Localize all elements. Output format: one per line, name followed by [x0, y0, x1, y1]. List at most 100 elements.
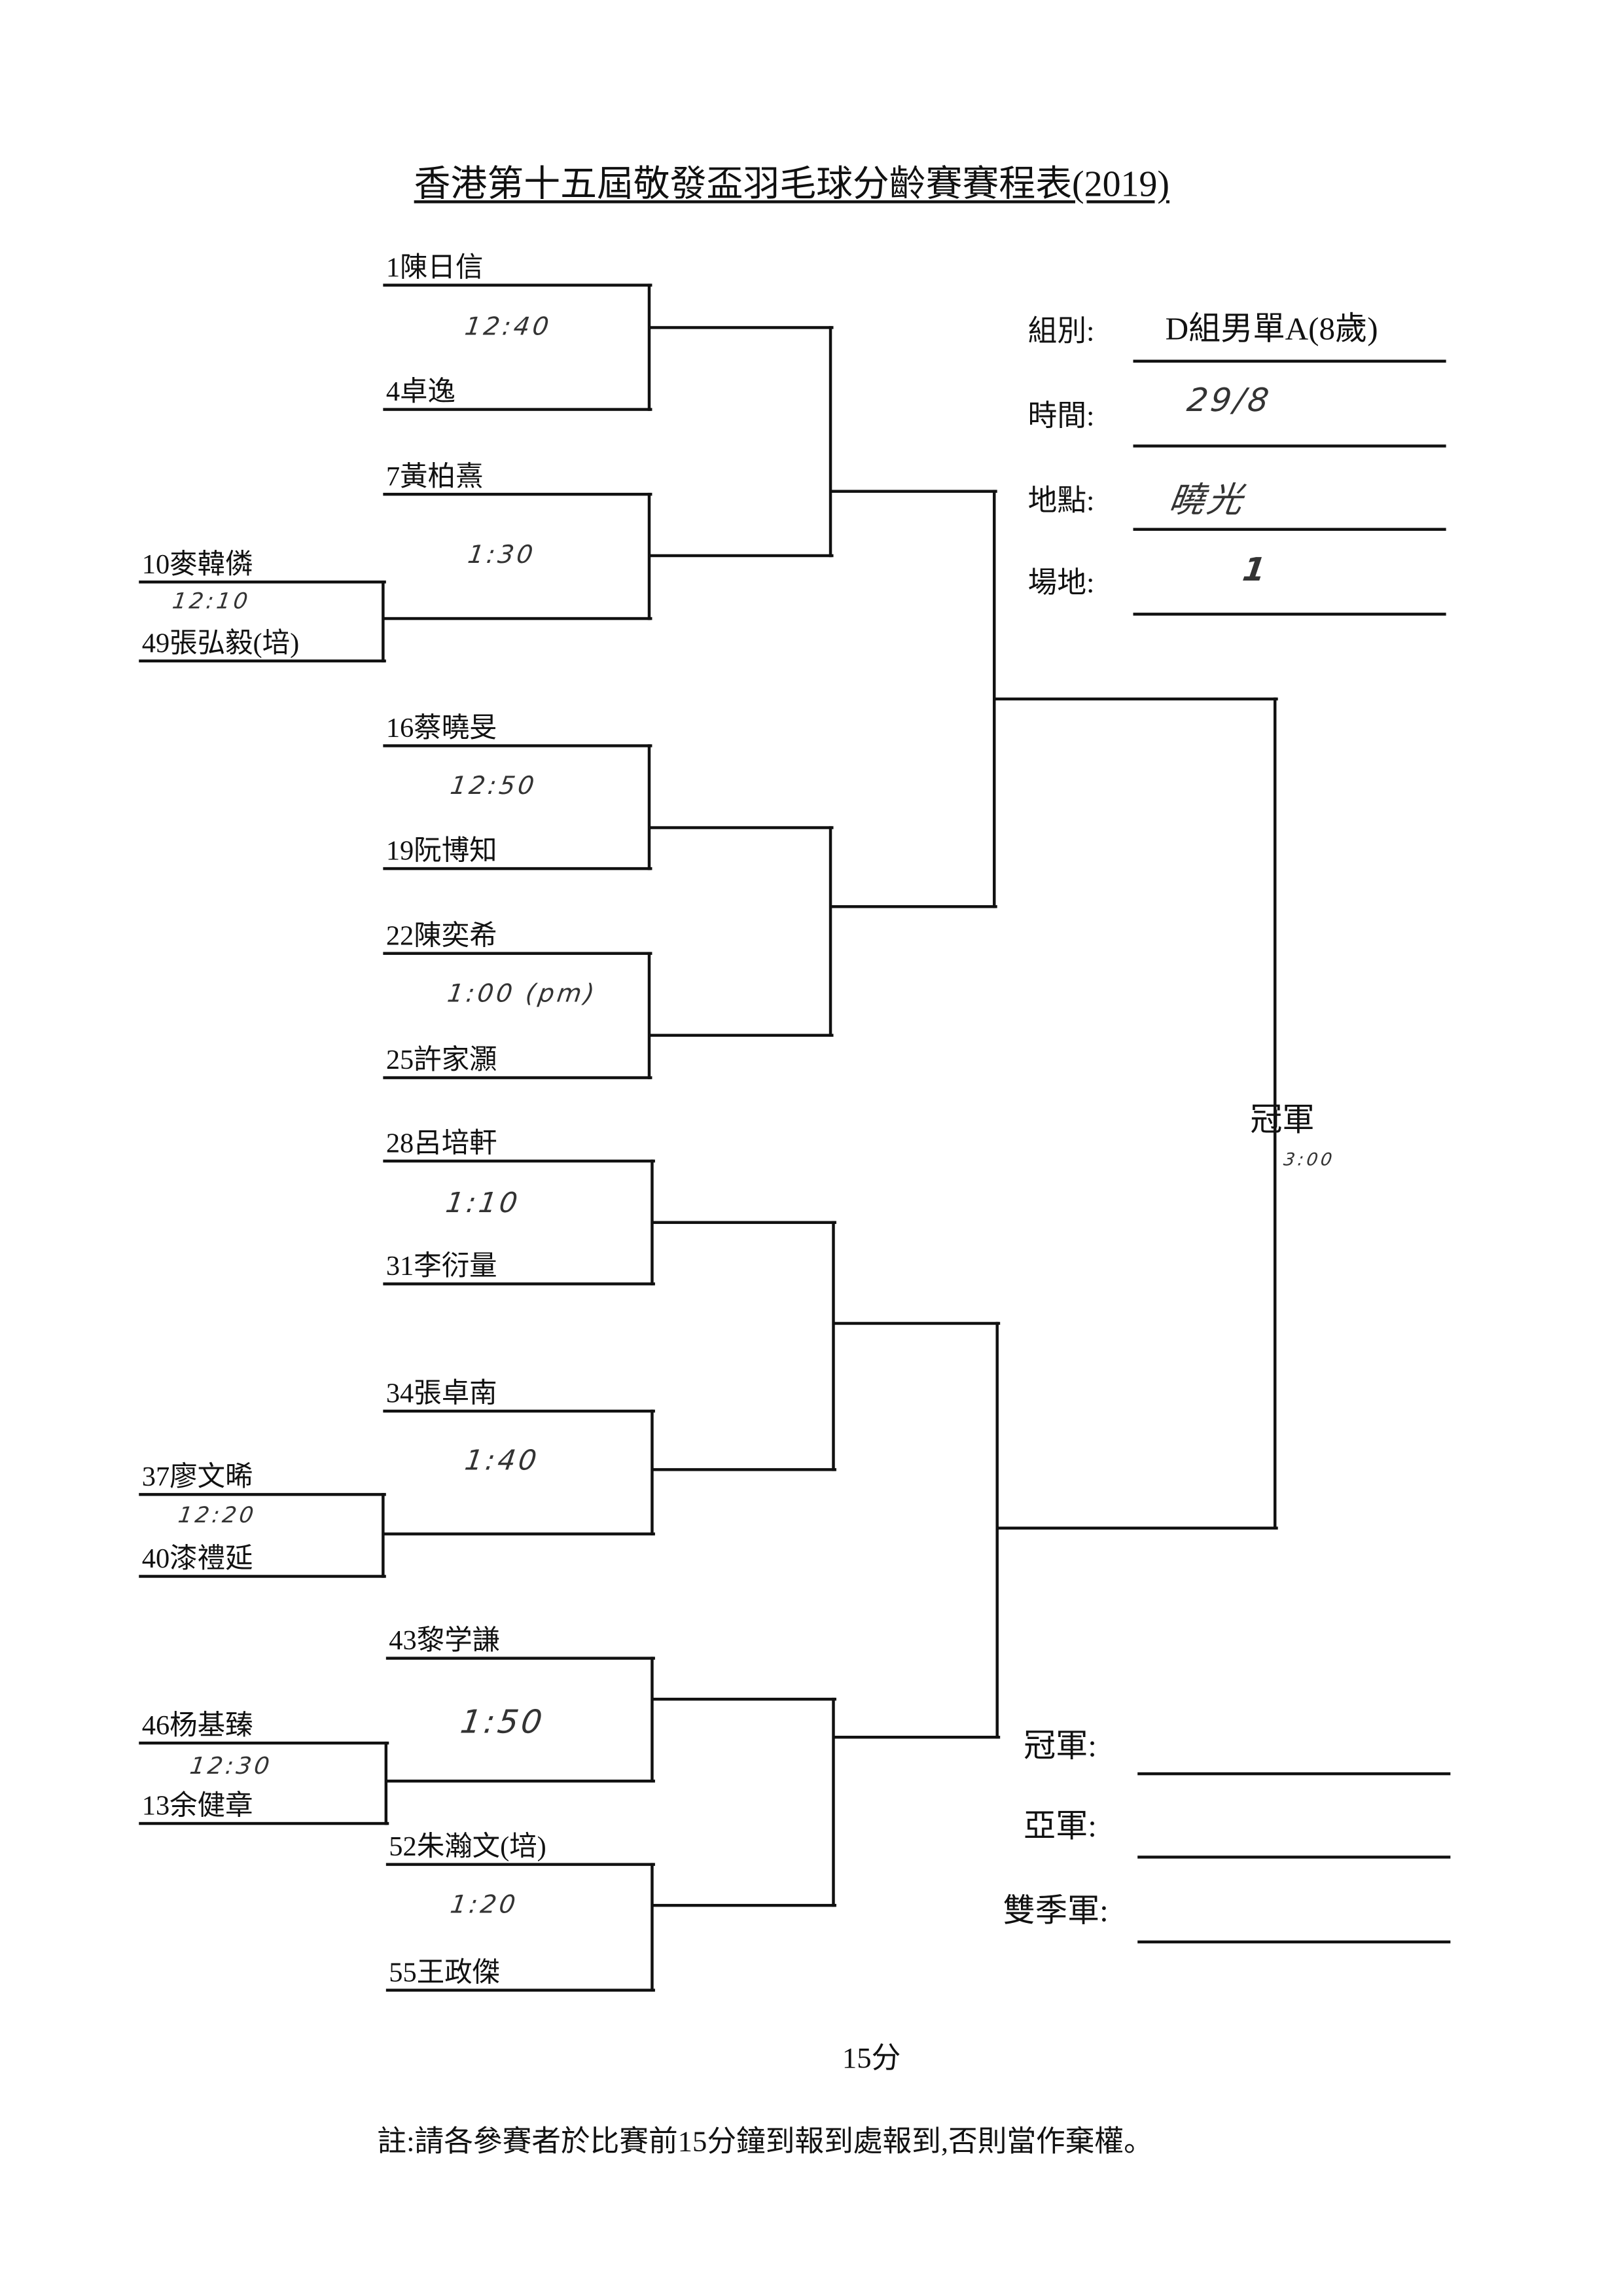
bracket-line — [383, 1532, 655, 1535]
bracket-line — [139, 1493, 386, 1496]
player-name: 40漆禮延 — [141, 1544, 253, 1575]
bracket-line — [383, 492, 652, 496]
duration-label: 15分 — [842, 2043, 901, 2075]
bracket-line — [649, 554, 834, 558]
bracket-line — [647, 744, 651, 870]
bracket-line — [652, 1903, 836, 1907]
player-name: 16蔡曉旻 — [385, 713, 497, 745]
bracket-line — [139, 1821, 389, 1825]
court-label: 場地: — [1027, 567, 1095, 600]
player-name: 34張卓南 — [385, 1378, 497, 1410]
bracket-line — [830, 905, 997, 908]
bracket-line — [1273, 697, 1277, 1530]
match-time: 12:20 — [176, 1501, 259, 1528]
player-name: 22陳奕希 — [385, 921, 497, 952]
court-value: 1 — [1240, 552, 1271, 590]
bracket-line — [384, 1741, 388, 1825]
bracket-line — [385, 1863, 655, 1866]
bracket-line — [651, 1863, 654, 1992]
bracket-line — [832, 1221, 835, 1471]
bracket-line — [833, 1321, 1001, 1325]
bracket-line — [651, 1159, 654, 1285]
footnote: 註:請各參賽者於比賽前15分鐘到報到處報到,否則當作棄權。 — [377, 2126, 1153, 2159]
player-name: 28呂培軒 — [385, 1128, 497, 1160]
bracket-line — [647, 492, 651, 620]
bracket-line — [832, 1697, 835, 1907]
match-time: 12:40 — [463, 313, 554, 342]
player-name: 4卓逸 — [385, 377, 455, 408]
match-time: 1:40 — [463, 1444, 542, 1477]
bracket-line — [383, 1076, 652, 1079]
bracket-line — [993, 490, 996, 908]
bracket-line — [1137, 1856, 1451, 1859]
runner-up-label: 亞軍: — [1023, 1807, 1097, 1844]
bracket-line — [385, 1780, 655, 1783]
bracket-line — [139, 659, 386, 663]
match-time: 12:10 — [170, 588, 253, 615]
bracket-line — [1133, 444, 1446, 448]
bracket-line — [649, 1033, 834, 1037]
player-name: 52朱瀚文(培) — [389, 1832, 546, 1863]
match-time: 12:30 — [188, 1751, 274, 1780]
bracket-line — [647, 283, 651, 411]
bracket-line — [383, 867, 652, 870]
bracket-line — [829, 326, 832, 558]
group-value: D組男單A(8歲) — [1165, 310, 1378, 347]
match-time: 1:20 — [448, 1890, 520, 1920]
bracket-line — [829, 826, 832, 1037]
bracket-line — [1137, 1940, 1451, 1944]
bracket-line — [652, 1221, 836, 1225]
champion-label: 冠軍: — [1023, 1727, 1097, 1764]
bracket-line — [1133, 359, 1446, 363]
bracket-line — [383, 1409, 655, 1413]
bracket-line — [139, 580, 386, 584]
bracket-line — [383, 283, 652, 287]
player-name: 46杨基臻 — [141, 1711, 253, 1742]
match-time: 1:00 (pm) — [445, 979, 599, 1009]
player-name: 19阮博知 — [385, 836, 497, 867]
bracket-line — [383, 1282, 655, 1285]
bracket-line — [649, 326, 834, 329]
bracket-line — [1133, 528, 1446, 531]
group-label: 組別: — [1027, 315, 1095, 348]
bracket-line — [833, 1735, 1001, 1739]
final-label: 冠軍 — [1250, 1101, 1315, 1138]
match-time: 12:50 — [448, 772, 539, 802]
time-label: 時間: — [1027, 401, 1095, 433]
page-title: 香港第十五屆敬發盃羽毛球分齡賽賽程表(2019) — [0, 155, 1584, 207]
bracket-line — [383, 744, 652, 747]
title-text: 香港第十五屆敬發盃羽毛球分齡賽賽程表(2019) — [414, 165, 1169, 205]
player-name: 7黃柏熹 — [385, 462, 484, 493]
bracket-line — [997, 1526, 1278, 1530]
match-time: 1:30 — [465, 541, 538, 571]
player-name: 31李衍量 — [385, 1251, 497, 1283]
bracket-line — [647, 952, 651, 1079]
player-name: 37廖文晞 — [141, 1462, 253, 1494]
bracket-line — [651, 1409, 654, 1535]
player-name: 13余健章 — [141, 1791, 253, 1822]
bracket-line — [1137, 1772, 1451, 1776]
bracket-line — [385, 1988, 655, 1992]
venue-value: 曉光 — [1166, 479, 1249, 521]
bracket-line — [383, 952, 652, 955]
time-value: 29/8 — [1185, 383, 1274, 420]
player-name: 25許家灝 — [385, 1045, 497, 1077]
bracket-line — [995, 1321, 999, 1739]
bracket-line — [652, 1697, 836, 1701]
bracket-line — [139, 1741, 389, 1745]
player-name: 55王政傑 — [389, 1958, 501, 1989]
third-place-label: 雙季軍: — [1003, 1892, 1109, 1929]
venue-label: 地點: — [1027, 485, 1095, 518]
bracket-line — [1133, 613, 1446, 616]
bracket-line — [139, 1575, 386, 1578]
player-name: 10麥韓僯 — [141, 550, 253, 581]
bracket-line — [382, 1493, 385, 1578]
match-time: 1:10 — [443, 1187, 523, 1220]
bracket-line — [652, 1468, 836, 1471]
bracket-line — [383, 617, 652, 620]
match-time: 1:50 — [457, 1705, 547, 1742]
bracket-line — [994, 697, 1278, 701]
bracket-line — [383, 408, 652, 411]
bracket-line — [651, 1657, 654, 1783]
